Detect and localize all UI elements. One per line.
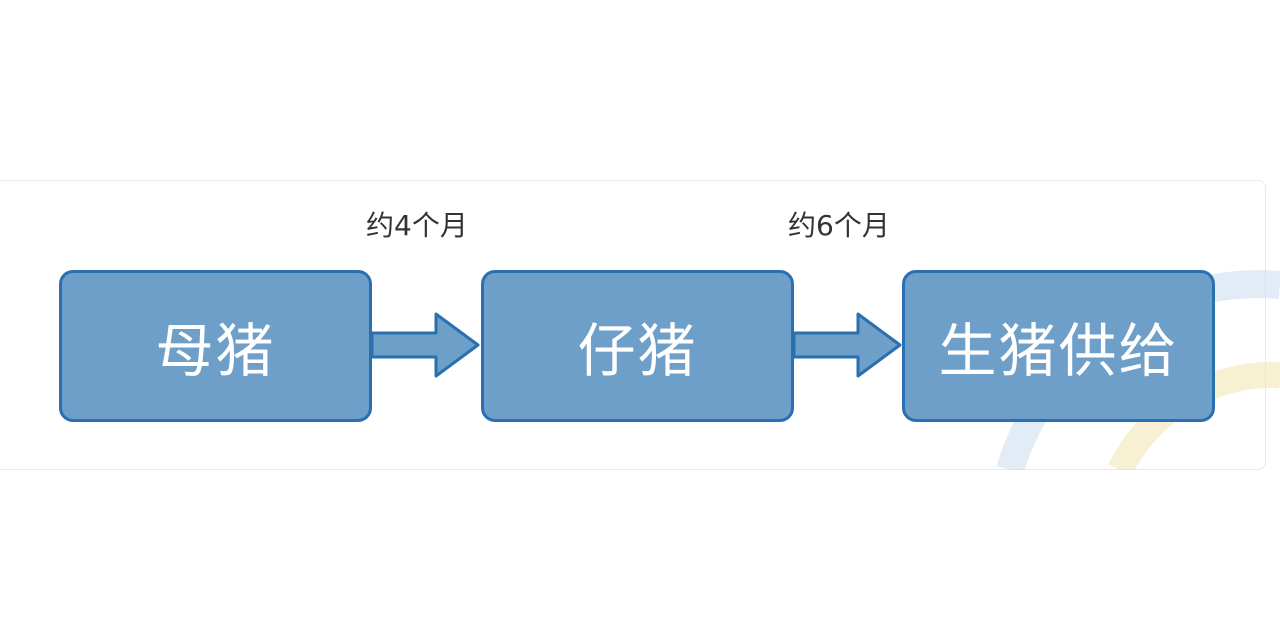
edge-label-sow-to-piglet: 约4个月 [366,209,468,242]
blank-area [0,470,1280,639]
node-hog-supply: 生猪供给 [902,270,1215,422]
node-hog-supply-label: 生猪供给 [938,317,1179,385]
edge-label-piglet-to-supply: 约6个月 [788,209,890,242]
node-sow: 母猪 [59,270,372,422]
node-sow-label: 母猪 [155,317,276,385]
node-piglet: 仔猪 [481,270,794,422]
arrow-right-icon [792,312,902,378]
node-piglet-label: 仔猪 [577,317,698,385]
arrow-right-icon [370,312,480,378]
